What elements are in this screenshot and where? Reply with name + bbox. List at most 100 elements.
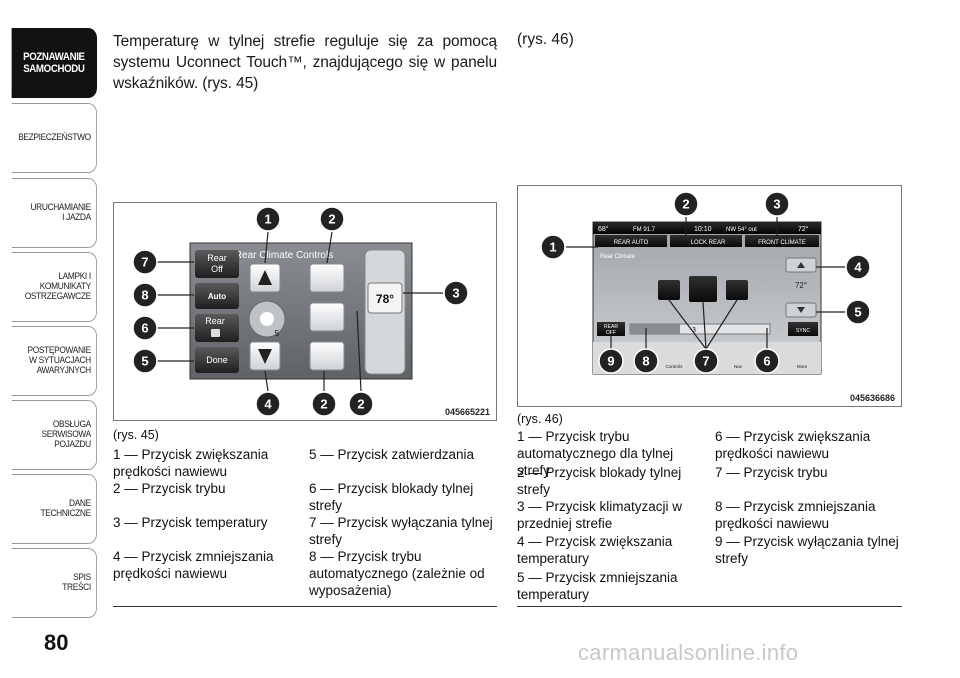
callout-5: 5 — [845, 299, 871, 325]
mode-button-3 — [309, 341, 345, 371]
legend-45-item-7: 7 — Przycisk wyłączania tylnej strefy — [309, 515, 493, 547]
panel-title: Rear Climate Controls — [235, 250, 333, 261]
svg-text:9: 9 — [607, 354, 614, 369]
legend-46-item-7: 7 — Przycisk trybu — [715, 465, 828, 480]
figure-46: 68° FM 91.7 10:10 NW 54° out 72° REAR AU… — [517, 185, 902, 407]
svg-text:4: 4 — [854, 260, 862, 275]
temp-value: 72° — [795, 281, 807, 290]
divider-left — [113, 606, 497, 607]
svg-text:3: 3 — [452, 286, 459, 301]
divider-right — [517, 606, 902, 607]
lock-rear-tab — [670, 235, 742, 247]
caption-45: (rys. 45) — [113, 428, 159, 442]
mode-button-c — [726, 280, 748, 300]
callout-1: 1 — [255, 206, 281, 232]
tab-lampki-i-komunikaty[interactable]: LAMPKI I KOMUNIKATY OSTRZEGAWCZE — [11, 252, 97, 322]
legend-46-item-1: 1 — Przycisk trybu automatycznego dla ty… — [517, 429, 674, 478]
legend-46-item-5: 5 — Przycisk zmniejszania temperatury — [517, 570, 678, 602]
auto-button — [195, 283, 239, 309]
tab-dane-techniczne[interactable]: DANE TECHNICZNE — [11, 474, 97, 544]
arrow-up-icon — [797, 262, 805, 268]
tab-spis-tresci[interactable]: SPIS TREŚCI — [11, 548, 97, 618]
tab-poznawanie-samochodu[interactable]: POZNAWANIE SAMOCHODU — [11, 28, 97, 98]
arrow-down-icon — [797, 307, 805, 313]
svg-text:1: 1 — [264, 212, 271, 227]
callout-3: 3 — [443, 280, 469, 306]
uconnect-rear-climate-illustration: 68° FM 91.7 10:10 NW 54° out 72° REAR AU… — [540, 191, 871, 375]
leader-lines — [157, 231, 443, 392]
svg-text:8: 8 — [642, 354, 649, 369]
rear-lock-label: Rear — [205, 316, 225, 326]
status-time: 10:10 — [694, 226, 712, 233]
callout-3: 3 — [764, 191, 790, 217]
front-climate-label: FRONT CLIMATE — [758, 240, 806, 246]
tab-bezpieczenstwo[interactable]: BEZPIECZEŃSTWO — [11, 103, 97, 173]
legend-46-item-8: 8 — Przycisk zmniejszania prędkości nawi… — [715, 499, 876, 531]
callout-6: 6 — [132, 315, 158, 341]
svg-text:3: 3 — [773, 197, 780, 212]
svg-text:2: 2 — [357, 397, 364, 412]
intro-paragraph: Temperaturę w tylnej strefie reguluje si… — [113, 33, 497, 92]
sync-label: SYNC — [796, 328, 810, 334]
rear-climate-illustration: Rear Climate Controls Rear Off Auto Rear… — [132, 206, 469, 417]
rear-off-label: Rear — [207, 253, 227, 263]
rear-off-label: REAR — [604, 324, 618, 330]
legend-46-item-2: 2 — Przycisk blokady tylnej strefy — [517, 465, 682, 497]
sync-button — [788, 322, 818, 336]
fan-level: 5 — [275, 329, 280, 338]
arrow-down-icon — [258, 349, 272, 364]
svg-text:2: 2 — [682, 197, 689, 212]
callout-1: 1 — [540, 234, 566, 260]
callout-5: 5 — [132, 348, 158, 374]
svg-text:Nav: Nav — [734, 364, 743, 369]
svg-text:2: 2 — [320, 397, 327, 412]
status-outside: NW 54° out — [726, 227, 757, 233]
status-radio: FM 91.7 — [633, 227, 656, 233]
callouts-fig46: 1 2 3 4 5 6 7 8 9 — [540, 191, 871, 374]
callout-9: 9 — [598, 348, 624, 374]
svg-text:More: More — [797, 364, 808, 369]
temperature-button — [367, 282, 403, 314]
tab-postepowanie-awaryjne[interactable]: POSTĘPOWANIE W SYTUACJACH AWARYJNYCH — [11, 326, 97, 396]
rear-off-label-2: OFF — [606, 330, 616, 336]
leader-lines — [566, 217, 845, 350]
done-button — [195, 347, 239, 373]
rear-off-button — [195, 250, 239, 278]
callout-2-bottom-a: 2 — [311, 391, 337, 417]
tab-obsluga-serwisowa[interactable]: OBSŁUGA SERWISOWA POJAZDU — [11, 400, 97, 470]
rear-off-label-2: Off — [211, 264, 223, 274]
legend-46-item-6: 6 — Przycisk zwiększania prędkości nawie… — [715, 429, 871, 461]
done-label: Done — [206, 355, 228, 365]
figure-45: Rear Climate Controls Rear Off Auto Rear… — [113, 202, 497, 421]
figure-code-45: 045665221 — [444, 407, 490, 417]
watermark: carmanualsonline.info — [578, 640, 799, 665]
fan-level: 3 — [692, 327, 696, 334]
callout-6: 6 — [754, 348, 780, 374]
legend-45-item-1: 1 — Przycisk zwiększania prędkości nawie… — [113, 447, 269, 479]
svg-text:1: 1 — [549, 240, 556, 255]
legend-45-item-3: 3 — Przycisk temperatury — [113, 515, 268, 530]
callout-7: 7 — [132, 249, 158, 275]
fan-icon — [260, 312, 274, 326]
legend-45-item-4: 4 — Przycisk zmniejszania prędkości nawi… — [113, 549, 274, 581]
figure-code-46: 045636686 — [849, 393, 895, 403]
rear-off-button — [597, 322, 625, 336]
rear-auto-label: REAR AUTO — [614, 240, 649, 246]
legend-45-item-8: 8 — Przycisk trybu automatycznego (zależ… — [309, 549, 485, 598]
svg-text:2: 2 — [328, 212, 335, 227]
svg-text:5: 5 — [854, 305, 861, 320]
legend-46-item-9: 9 — Przycisk wyłączania tylnej strefy — [715, 534, 899, 566]
section-title: Rear Climate — [600, 254, 636, 260]
svg-text:4: 4 — [264, 397, 272, 412]
callout-2-bottom-b: 2 — [348, 391, 374, 417]
callout-7: 7 — [693, 348, 719, 374]
lock-icon — [211, 329, 220, 337]
tab-uruchamianie-i-jazda[interactable]: URUCHAMIANIE I JAZDA — [11, 178, 97, 248]
callout-8: 8 — [633, 348, 659, 374]
legend-46-item-3: 3 — Przycisk klimatyzacji w przedniej st… — [517, 499, 683, 531]
arrow-up-icon — [258, 270, 272, 285]
mode-button-1 — [309, 263, 345, 293]
status-temp-right: 72° — [798, 225, 809, 233]
figure-reference: (rys. 46) — [517, 31, 574, 48]
legend-46-item-4: 4 — Przycisk zwiększania temperatury — [517, 534, 673, 566]
